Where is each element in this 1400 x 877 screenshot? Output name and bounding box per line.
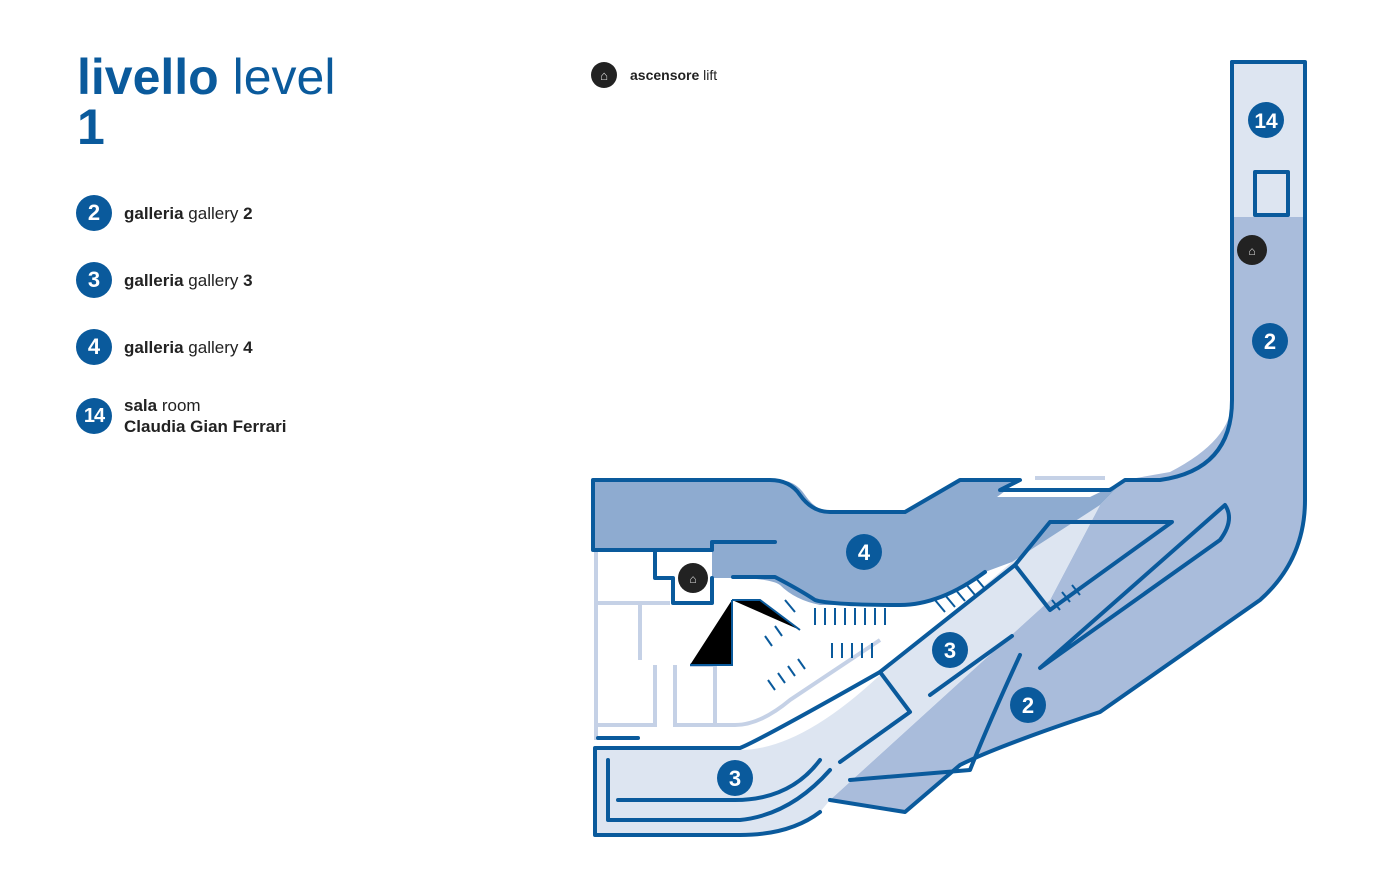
legend-item-gallery-3[interactable]: 3 galleria gallery 3 — [76, 262, 396, 298]
gallery-3-label: 3 — [944, 638, 956, 663]
title-level-number: 1 — [77, 99, 105, 155]
title-italian: livello — [77, 49, 219, 105]
lift-icon[interactable] — [678, 563, 708, 593]
label-num: 3 — [243, 270, 253, 290]
gallery-badge: 3 — [76, 262, 112, 298]
label-en: room — [161, 396, 201, 415]
map-badges: 14 2 2 3 3 4 ⌂ ⌂ — [678, 102, 1288, 796]
lift-label-en: lift — [703, 66, 718, 83]
title-english: level — [232, 49, 336, 105]
lift-icon[interactable] — [1237, 235, 1267, 265]
gallery-3-area[interactable] — [595, 505, 1100, 835]
gallery-4-label: 4 — [858, 540, 871, 565]
label-it: sala — [124, 396, 158, 415]
label-it: galleria — [124, 203, 184, 223]
gallery-badge: 2 — [76, 195, 112, 231]
label-en: gallery — [188, 270, 239, 290]
label-en: gallery — [188, 203, 239, 223]
gallery-badge: 4 — [76, 329, 112, 365]
gallery-3-marker[interactable] — [932, 632, 968, 668]
lift-glyph: ⌂ — [1248, 244, 1255, 258]
legend-item-gallery-2[interactable]: 2 galleria gallery 2 — [76, 195, 396, 231]
gallery-2-label: 2 — [1022, 693, 1034, 718]
label-num: 2 — [243, 203, 253, 223]
gallery-3-label: 3 — [729, 766, 741, 791]
label-it: galleria — [124, 270, 184, 290]
gallery-2-marker[interactable] — [1252, 323, 1288, 359]
lift-glyph: ⌂ — [689, 572, 696, 586]
gallery-2-area[interactable] — [830, 217, 1305, 812]
gallery-2-label: 2 — [1264, 329, 1276, 354]
service-walls — [594, 476, 1105, 740]
room-14-label: 14 — [1254, 110, 1278, 133]
room-badge: 14 — [76, 398, 112, 434]
gallery-3-marker[interactable] — [717, 760, 753, 796]
label-num: 4 — [243, 337, 253, 357]
stairs — [690, 576, 1081, 691]
lift-label-it: ascensore — [630, 66, 700, 83]
label-en: gallery — [188, 337, 239, 357]
lift-icon: ⌂ — [591, 62, 617, 88]
legend-item-gallery-4[interactable]: 4 galleria gallery 4 — [76, 329, 396, 365]
lift-legend: ⌂ ascensore lift — [591, 62, 717, 88]
room-14-area[interactable] — [1232, 62, 1305, 217]
walls — [591, 60, 1307, 837]
page-title: livello level 1 — [77, 52, 335, 152]
gallery-2-marker[interactable] — [1010, 687, 1046, 723]
gallery-4-marker[interactable] — [846, 534, 882, 570]
room-name: Claudia Gian Ferrari — [124, 417, 287, 436]
room-14-marker[interactable] — [1248, 102, 1284, 138]
label-it: galleria — [124, 337, 184, 357]
